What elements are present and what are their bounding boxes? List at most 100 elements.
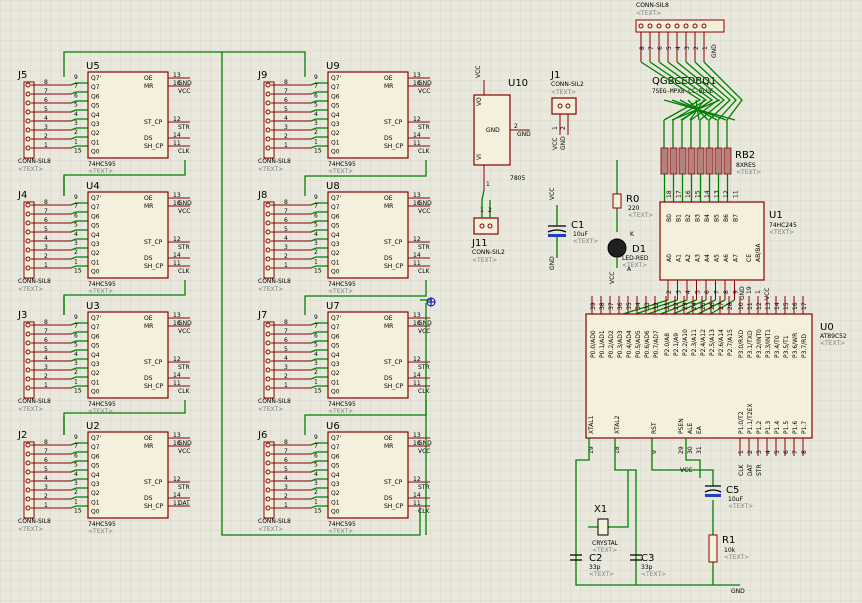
chip-pin-num: 7: [74, 323, 78, 330]
top-conn-pin: [701, 23, 707, 29]
chip-pin-num: 2: [74, 369, 78, 376]
connector-body: [263, 201, 275, 279]
chip-pin-label: Q1: [331, 139, 340, 146]
chip-pin-label: Q6: [91, 93, 100, 100]
chip-pin-num: 6: [314, 92, 318, 99]
chip-right-label: DS: [144, 375, 153, 382]
chip-pin-label: Q1: [91, 379, 100, 386]
chip-right-label: DS: [384, 255, 393, 262]
chip-body: [87, 311, 169, 399]
chip-part: 74HC595: [328, 521, 356, 528]
chip-right-label: ST_CP: [144, 119, 163, 126]
sr-block-u9[interactable]: J987654321CONN-SIL8<TEXT>U9Q7'9Q77Q66Q55…: [257, 61, 432, 175]
top-conn-pin-num: 8: [639, 46, 646, 50]
u1-a-label: A4: [704, 254, 711, 262]
d1-part: LED-RED: [622, 255, 649, 262]
sr-block-u5[interactable]: J587654321CONN-SIL8<TEXT>U5Q7'9Q77Q66Q55…: [17, 61, 192, 175]
connector-pin-num: 5: [284, 466, 288, 473]
chip-body: [327, 431, 409, 519]
sr-block-u4[interactable]: J487654321CONN-SIL8<TEXT>U4Q7'9Q77Q66Q55…: [17, 181, 192, 295]
connector-part: CONN-SIL8: [258, 398, 291, 405]
chip-u0[interactable]: 39P0.0/AD021P2.0/A810P3.0/RXDP1.0/T2138P…: [585, 296, 847, 476]
chip-pin-num: 4: [74, 351, 78, 358]
c1-polarity: [548, 234, 566, 237]
chip-right-num: 14: [413, 492, 421, 499]
chip-pin-num: 4: [314, 111, 318, 118]
sr-block-u3[interactable]: J387654321CONN-SIL8<TEXT>U3Q7'9Q77Q66Q55…: [17, 301, 192, 415]
chip-pin-num: 7: [314, 443, 318, 450]
connector-pin: [265, 358, 271, 364]
u1-a-num: 2: [666, 290, 673, 294]
connector-pin-num: 7: [284, 88, 288, 95]
connector-pin-num: 8: [44, 199, 48, 206]
chip-pin-label: Q7: [91, 324, 100, 331]
rn-cells: [660, 147, 732, 202]
u10-p2: 2: [514, 123, 518, 130]
connector-j1[interactable]: J1 CONN-SIL2 <TEXT> 1 2 VCC GND: [550, 70, 584, 150]
u1-b-label: B6: [723, 214, 730, 222]
chip-pin-num: 6: [314, 452, 318, 459]
chip-pin-label: Q0: [331, 149, 340, 156]
u0-p3-label: P3.5/T1: [783, 335, 790, 358]
output-wire: [310, 349, 328, 353]
connector-pin: [265, 109, 271, 115]
output-wire: [310, 505, 328, 509]
chip-pin-num: 4: [74, 111, 78, 118]
u1-b-num: 11: [733, 190, 740, 198]
chip-pin-num: 3: [314, 240, 318, 247]
c3-text: <TEXT>: [641, 571, 666, 578]
u1-b-num: 14: [704, 190, 711, 198]
resistor-network[interactable]: RB2 8XRES <TEXT>: [660, 147, 761, 202]
sr-block-u7[interactable]: J787654321CONN-SIL8<TEXT>U7Q7'9Q77Q66Q55…: [257, 301, 432, 415]
chip-part: 74HC595: [88, 521, 116, 528]
chip-body: [327, 311, 409, 399]
output-wire: [310, 442, 328, 446]
connector-pin-num: 3: [284, 364, 288, 371]
u0-p1-num: 7: [792, 450, 799, 454]
j1-ref: J1: [550, 70, 560, 81]
capacitor-c1[interactable]: C1 10uF <TEXT> VCC GND: [547, 188, 598, 270]
connector-pin-num: 1: [44, 502, 48, 509]
chip-right-num: 10: [413, 200, 421, 207]
r0-body: [612, 193, 622, 209]
chip-text: <TEXT>: [88, 168, 113, 175]
u0-p0-num: 35: [626, 302, 633, 310]
resistor-r0[interactable]: R0 220 <TEXT>: [612, 160, 653, 232]
led-d1[interactable]: D1 LED-RED <TEXT> K A VCC: [607, 231, 649, 284]
u0-p2-label: P2.1/A9: [673, 333, 680, 356]
chip-net-label: STR: [418, 124, 430, 131]
u1-vcc: VCC: [764, 288, 771, 300]
c2-text: <TEXT>: [589, 571, 614, 578]
j1-pins: [559, 114, 569, 135]
sr-block-u2[interactable]: J287654321CONN-SIL8<TEXT>U2Q7'9Q77Q66Q55…: [17, 421, 192, 535]
chip-pin-num: 5: [74, 102, 78, 109]
chip-right-label: OE: [144, 315, 153, 322]
regulator-u10[interactable]: U10 VO GND VI VCC 2 GND 7805 1: [473, 66, 531, 190]
reset-circuit[interactable]: VCC C5 10uF <TEXT> R1 10k <TEXT> GND: [651, 438, 753, 595]
output-wire: [310, 202, 328, 206]
connector-j11[interactable]: 1 2 J11 CONN-SIL2 <TEXT>: [471, 189, 505, 264]
connector-pin-num: 8: [284, 79, 288, 86]
r1-text: <TEXT>: [724, 554, 749, 561]
sr-block-u8[interactable]: J887654321CONN-SIL8<TEXT>U8Q7'9Q77Q66Q55…: [257, 181, 432, 295]
u0-p1-label: P1.0/T2: [738, 411, 745, 434]
u1-a-num: 6: [704, 290, 711, 294]
connector-pin: [265, 340, 271, 346]
u0-rst: RST: [651, 422, 658, 434]
top-conn-text: <TEXT>: [636, 10, 661, 17]
chip-right-label: MR: [384, 83, 393, 90]
sr-block-u6[interactable]: J687654321CONN-SIL8<TEXT>U6Q7'9Q77Q66Q55…: [257, 421, 432, 535]
j11-pin2: [487, 223, 493, 229]
u0-p3-label: P3.7/RD: [801, 334, 808, 358]
u1-a-num: 8: [723, 290, 730, 294]
seven-seg-display[interactable]: QGBCEDBQ1 7SEG-MPX8-CC-BLUE: [640, 61, 743, 148]
chip-right-num: 12: [173, 116, 181, 123]
connector-pin-num: 3: [284, 244, 288, 251]
u0-p3-num: 12: [756, 302, 763, 310]
crystal-x1[interactable]: X1 CRYSTAL <TEXT> C2 33p <TEXT> C3 33p <…: [570, 438, 740, 586]
top-conn-body: [635, 19, 725, 33]
connector-pin-num: 7: [284, 328, 288, 335]
chip-pin-label: Q1: [331, 379, 340, 386]
